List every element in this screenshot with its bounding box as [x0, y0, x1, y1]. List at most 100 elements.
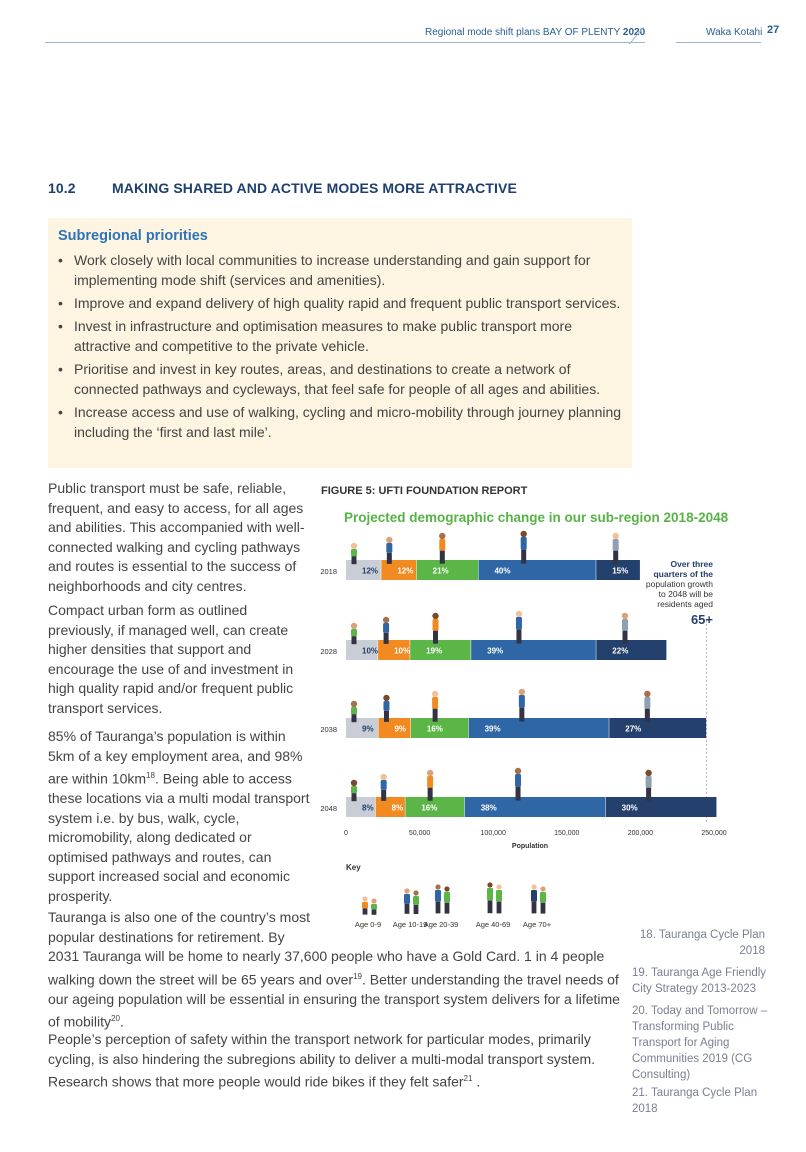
bar-segment	[410, 640, 471, 660]
person-figure	[350, 700, 358, 723]
footnote-19: 19. Tauranga Age Friendly City Strategy …	[632, 967, 767, 995]
bar-segment	[346, 718, 378, 738]
figure-caption: FIGURE 5: UFTI FOUNDATION REPORT	[321, 485, 528, 497]
percent-label: 12%	[362, 567, 378, 576]
person-figure	[621, 612, 629, 644]
percent-label: 8%	[392, 804, 404, 813]
key-item: Age 70+	[523, 884, 552, 929]
person-figure	[520, 530, 527, 564]
percent-label: 9%	[394, 725, 406, 734]
percent-label: 10%	[362, 647, 378, 656]
percent-label: 16%	[427, 725, 443, 734]
x-tick-label: 100,000	[481, 830, 506, 837]
percent-label: 9%	[362, 725, 374, 734]
header-rule	[45, 42, 645, 43]
bar-segment	[378, 718, 411, 738]
key-age-label: Age 0-9	[355, 920, 381, 929]
percent-label: 40%	[494, 567, 510, 576]
bar-segment	[596, 640, 667, 660]
percent-label: 12%	[397, 567, 413, 576]
person-figure	[350, 779, 358, 802]
key-age-label: Age 40-69	[476, 920, 511, 929]
annotation-line: to 2048 will be	[659, 589, 714, 599]
bar-segment	[416, 560, 478, 580]
percent-label: 8%	[362, 804, 374, 813]
bar-segment	[375, 797, 405, 817]
percent-label: 38%	[481, 804, 497, 813]
priority-item: Prioritise and invest in key routes, are…	[58, 359, 632, 399]
key-item: Age 20-39	[424, 884, 459, 929]
bar-segment	[405, 797, 465, 817]
person-figure	[431, 690, 439, 722]
key-item: Age 40-69	[476, 882, 511, 929]
annotation-65plus: 65+	[691, 612, 713, 627]
year-label: 2018	[320, 567, 337, 576]
body-paragraph-2: Compact urban form as outlined previousl…	[48, 602, 294, 716]
person-figure	[518, 688, 526, 722]
person-figure	[644, 690, 651, 722]
percent-label: 22%	[612, 647, 628, 656]
key-item: Age 0-9	[355, 896, 381, 929]
person-figure	[383, 694, 390, 722]
bar-segment	[381, 560, 417, 580]
x-tick-label: 250,000	[701, 830, 726, 837]
person-figure	[515, 610, 523, 644]
key-age-label: Age 20-39	[424, 920, 459, 929]
priorities-box: Subregional priorities Work closely with…	[48, 218, 632, 468]
body-paragraph-3: 85% of Tauranga’s population is within 5…	[48, 728, 310, 904]
demographic-chart: 12%12%21%40%15%10%10%19%39%22%9%9%16%39%…	[320, 530, 727, 929]
x-tick-label: 50,000	[409, 830, 431, 837]
body-paragraph-4-start: Tauranga is also one of the country’s mo…	[48, 909, 311, 945]
person-figure	[350, 542, 358, 565]
bar-segment	[596, 560, 640, 580]
annotation-line: Over three	[670, 559, 713, 569]
person-figure	[645, 769, 652, 801]
footnote-20: 20. Today and Tomorrow – Transforming Pu…	[632, 1005, 768, 1081]
percent-label: 16%	[421, 804, 437, 813]
bar-segment	[410, 718, 469, 738]
chart-title: Projected demographic change in our sub-…	[344, 510, 729, 525]
percent-label: 15%	[612, 567, 628, 576]
year-label: 2038	[320, 725, 337, 734]
page-number: 27	[767, 24, 780, 36]
bar-segment	[471, 640, 596, 660]
section-title: MAKING SHARED AND ACTIVE MODES MORE ATTR…	[112, 180, 517, 196]
priority-item: Invest in infrastructure and optimisatio…	[58, 316, 632, 356]
year-label: 2048	[320, 804, 337, 813]
body-paragraph-1: Public transport must be safe, reliable,…	[48, 480, 305, 594]
header-org: Waka Kotahi	[706, 27, 763, 38]
priority-item: Work closely with local communities to i…	[58, 250, 632, 290]
priorities-heading: Subregional priorities	[58, 228, 208, 244]
bar-segment	[468, 718, 609, 738]
percent-label: 19%	[426, 647, 442, 656]
bar-segment	[378, 640, 410, 660]
annotation-line: quarters of the	[653, 569, 713, 579]
x-axis-label: Population	[512, 843, 548, 850]
priority-item: Increase access and use of walking, cycl…	[58, 402, 632, 442]
percent-label: 39%	[485, 725, 501, 734]
person-figure	[439, 532, 446, 564]
footnote-18: 18. Tauranga Cycle Plan 2018	[639, 929, 765, 957]
body-paragraph-4: 2031 Tauranga will be home to nearly 37,…	[48, 948, 620, 1030]
year-label: 2028	[320, 647, 337, 656]
person-figure	[432, 612, 439, 644]
bar-segment	[346, 560, 381, 580]
body-paragraph-5: People’s perception of safety within the…	[48, 1031, 596, 1090]
percent-label: 27%	[625, 725, 641, 734]
percent-label: 10%	[394, 647, 410, 656]
key-label: Key	[346, 863, 361, 872]
footnote-21: 21. Tauranga Cycle Plan 2018	[632, 1087, 758, 1115]
person-figure	[380, 773, 387, 801]
bar-segment	[609, 718, 707, 738]
person-figure	[514, 767, 522, 801]
bar-segment	[464, 797, 606, 817]
person-figure	[350, 622, 358, 645]
bar-segment	[346, 640, 378, 660]
person-figure	[612, 532, 619, 564]
header-rule-right	[676, 42, 761, 43]
key-item: Age 10-19	[393, 888, 427, 929]
bar-segment	[346, 797, 376, 817]
